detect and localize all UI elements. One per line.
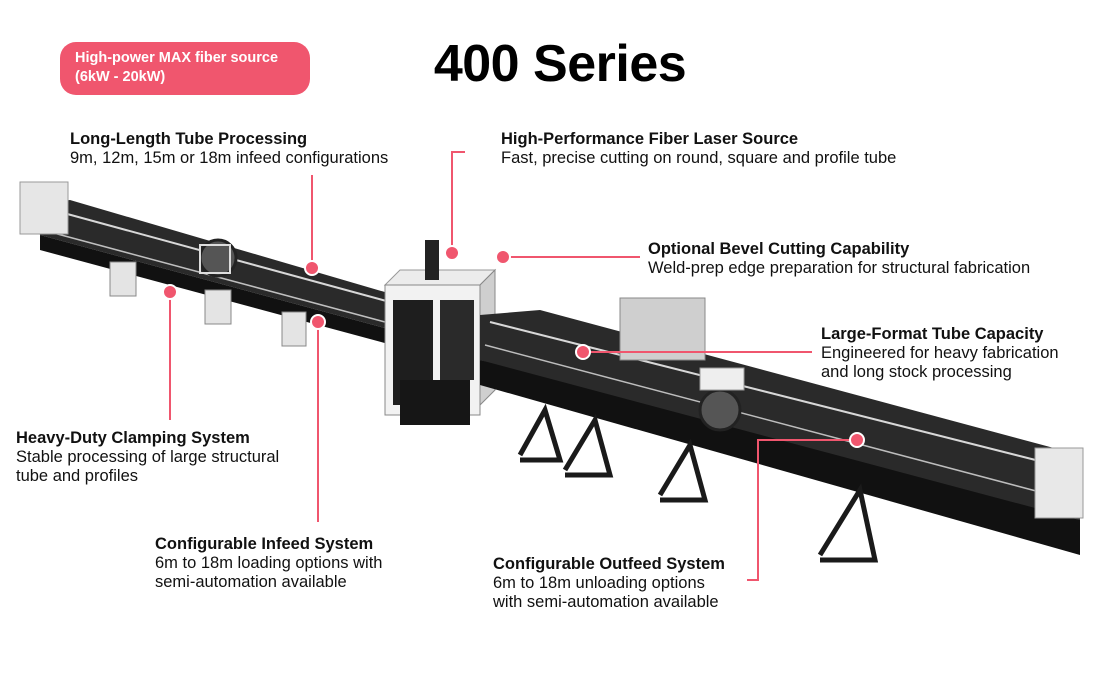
cutting-head-housing	[383, 240, 497, 425]
callout-leaders	[169, 151, 857, 581]
callout-heading: Heavy-Duty Clamping System	[16, 429, 250, 447]
outfeed-bed	[480, 297, 1084, 555]
callout-text: Weld-prep edge preparation for structura…	[648, 259, 1031, 277]
callout-clamping: Heavy-Duty Clamping System Stable proces…	[16, 429, 279, 485]
callout-bevel: Optional Bevel Cutting Capability Weld-p…	[648, 240, 1030, 278]
badge-line-1: High-power MAX fiber source	[75, 50, 279, 66]
callout-text: 9m, 12m, 15m or 18m infeed configuration…	[70, 149, 389, 167]
callout-text: 6m to 18m unloading options	[493, 574, 705, 592]
callout-text: Fast, precise cutting on round, square a…	[501, 149, 897, 167]
badge-line-2: (6kW - 20kW)	[75, 69, 166, 85]
callout-heading: Large-Format Tube Capacity	[821, 325, 1044, 343]
callout-large-format: Large-Format Tube Capacity Engineered fo…	[821, 325, 1059, 381]
callout-text: and long stock processing	[821, 362, 1012, 381]
callout-text: Stable processing of large structural	[16, 448, 280, 466]
callout-heading: Configurable Infeed System	[155, 535, 374, 553]
callout-infeed: Configurable Infeed System 6m to 18m loa…	[155, 535, 382, 591]
callout-text: Engineered for heavy fabrication	[821, 344, 1059, 362]
callout-outfeed: Configurable Outfeed System 6m to 18m un…	[493, 555, 725, 611]
callout-text: tube and profiles	[16, 466, 139, 485]
callout-long-length: Long-Length Tube Processing 9m, 12m, 15m…	[70, 130, 388, 168]
unloading-frames	[517, 403, 879, 563]
callout-text: semi-automation available	[155, 572, 347, 591]
callout-heading: Optional Bevel Cutting Capability	[648, 240, 910, 258]
callout-text: 6m to 18m loading options with	[155, 554, 383, 572]
callout-dots	[162, 245, 865, 448]
fiber-source-badge: High-power MAX fiber source (6kW - 20kW)	[60, 42, 310, 95]
callout-heading: Configurable Outfeed System	[493, 555, 725, 573]
callout-heading: High-Performance Fiber Laser Source	[501, 130, 799, 148]
callout-laser-source: High-Performance Fiber Laser Source Fast…	[501, 130, 896, 168]
callout-heading: Long-Length Tube Processing	[70, 130, 308, 148]
infeed-bed	[19, 181, 395, 347]
page-title: 400 Series	[433, 35, 687, 93]
callout-text: with semi-automation available	[493, 592, 719, 611]
